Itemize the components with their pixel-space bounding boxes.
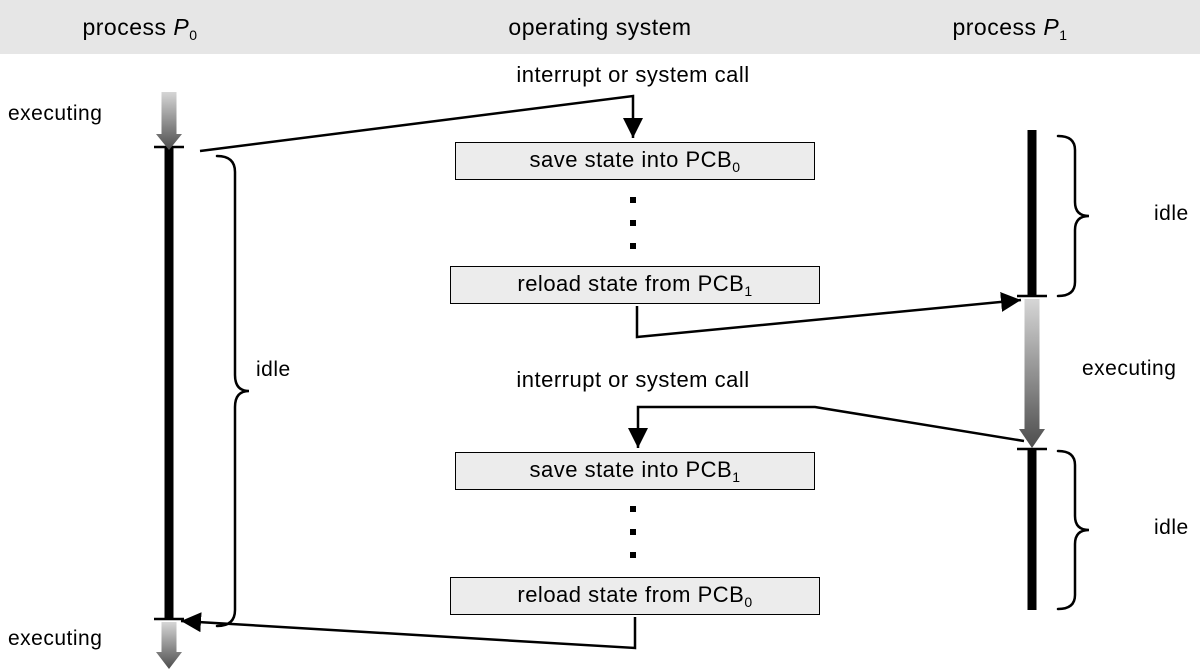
- interrupt-arrow-from-p1: [628, 405, 1025, 448]
- header-operating-system: operating system: [450, 14, 750, 43]
- idle-brace-p0: [215, 154, 250, 628]
- executing-arrow-p1: [1019, 299, 1045, 448]
- dot: [630, 197, 636, 203]
- ellipsis-dots-top: [630, 197, 636, 249]
- header-p0-sub: 0: [189, 27, 198, 43]
- os-box-save-pcb1-label: save state into PCB1: [529, 457, 741, 485]
- os-box-reload-pcb1-label: reload state from PCB1: [517, 271, 753, 299]
- header-p0-text: process: [82, 14, 174, 40]
- switch-to-p0-arrow: [180, 612, 637, 650]
- dot: [630, 552, 636, 558]
- p0-executing-top-label: executing: [8, 102, 103, 125]
- header-process-p1: process P1: [900, 14, 1120, 43]
- p0-idle-label: idle: [256, 358, 291, 381]
- header-p0-var: P: [173, 14, 190, 40]
- executing-arrow-p0-bottom: [156, 622, 182, 669]
- p0-executing-bottom-label: executing: [8, 627, 103, 650]
- executing-arrow-p0-top: [156, 92, 182, 150]
- dot: [630, 529, 636, 535]
- interrupt-label-top: interrupt or system call: [516, 62, 750, 87]
- header-p1-sub: 1: [1059, 27, 1068, 43]
- header-p1-var: P: [1043, 14, 1060, 40]
- os-box-reload-pcb0: reload state from PCB0: [450, 577, 820, 615]
- os-box-reload-pcb1: reload state from PCB1: [450, 266, 820, 304]
- dot: [630, 243, 636, 249]
- os-box-save-pcb0-label: save state into PCB0: [529, 147, 741, 175]
- header-p1-text: process: [952, 14, 1044, 40]
- os-box-reload-pcb0-label: reload state from PCB0: [517, 582, 753, 610]
- os-box-save-pcb0: save state into PCB0: [455, 142, 815, 180]
- p1-executing-label: executing: [1082, 357, 1177, 380]
- idle-brace-p1-bottom: [1056, 449, 1090, 611]
- column-headers: process P0 operating system process P1: [0, 0, 1200, 54]
- header-process-p0: process P0: [30, 14, 250, 43]
- ellipsis-dots-bottom: [630, 506, 636, 558]
- idle-brace-p1-top: [1056, 134, 1090, 298]
- dot: [630, 506, 636, 512]
- p1-idle-bottom-label: idle: [1154, 516, 1189, 539]
- header-os-text: operating system: [508, 14, 692, 40]
- p1-idle-top-label: idle: [1154, 202, 1189, 225]
- switch-to-p1-arrow: [635, 291, 1022, 339]
- os-box-save-pcb1: save state into PCB1: [455, 452, 815, 490]
- dot: [630, 220, 636, 226]
- interrupt-label-bottom: interrupt or system call: [516, 367, 750, 392]
